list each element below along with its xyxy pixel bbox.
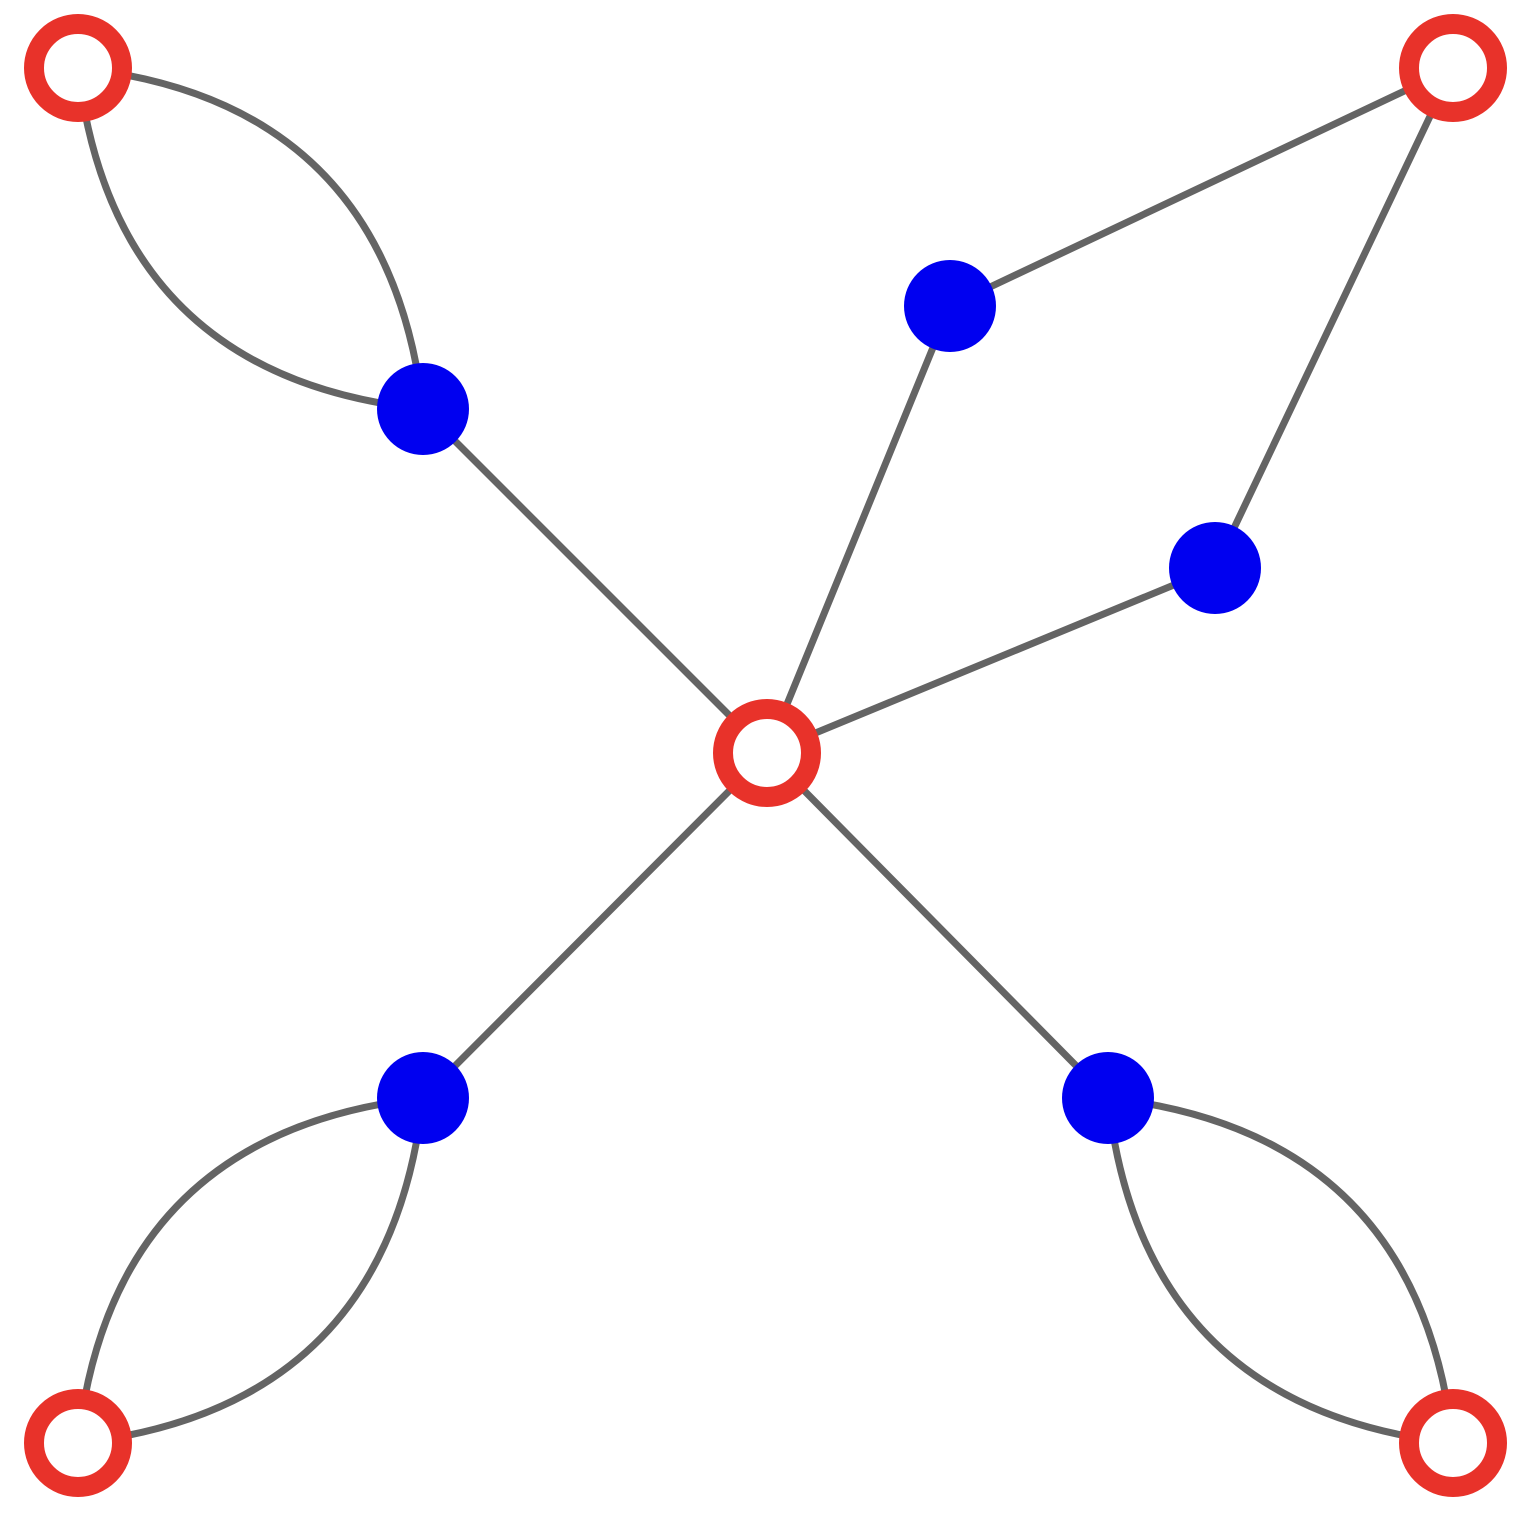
edge-corner-top-left-to-inner-top-left-arc-inner [74,64,427,413]
edge-corner-bottom-right-to-inner-bottom-right-arc-outer [1104,1094,1457,1447]
edge-hub-to-inner-bottom-left-straight [419,749,771,1102]
edge-corner-top-right-to-inner-top-right-a-straight [946,64,1457,310]
edge-hub-to-inner-top-right-a-straight [763,302,954,757]
edge-corner-bottom-right-to-inner-bottom-right-arc-inner [1104,1094,1457,1447]
node-corner-top-right [1399,14,1507,122]
node-hub [713,699,821,807]
node-corner-top-left [24,14,132,122]
edge-hub-to-inner-top-right-b-straight [763,564,1219,757]
edge-hub-to-inner-bottom-right-straight [763,749,1112,1102]
node-corner-bottom-left [24,1389,132,1497]
node-inner-top-right-b [1169,522,1261,614]
node-inner-bottom-right [1062,1052,1154,1144]
edge-hub-to-inner-top-left-straight [419,405,771,757]
node-inner-bottom-left [377,1052,469,1144]
edge-corner-top-right-to-inner-top-right-b-straight [1211,64,1457,572]
edge-corner-top-left-to-inner-top-left-arc-outer [74,64,427,413]
edge-corner-bottom-left-to-inner-bottom-left-arc-inner [74,1094,427,1447]
edges-layer [74,64,1457,1447]
node-corner-bottom-right [1399,1389,1507,1497]
edge-corner-bottom-left-to-inner-bottom-left-arc-outer [74,1094,427,1447]
node-inner-top-right-a [904,260,996,352]
node-inner-top-left [377,363,469,455]
nodes-layer [24,14,1507,1497]
